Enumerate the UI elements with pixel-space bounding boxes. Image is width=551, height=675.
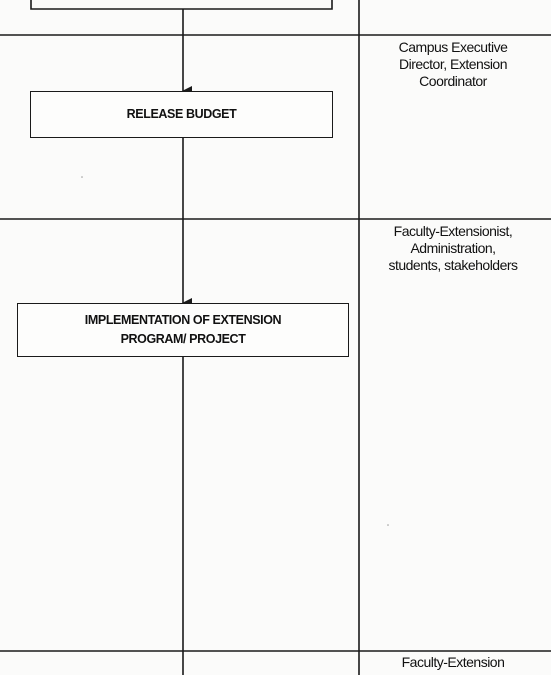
release-budget-label: RELEASE BUDGET	[126, 107, 237, 121]
responsible-line: Faculty-Extensionist,	[393, 223, 513, 239]
implementation-label-line1: IMPLEMENTATION OF EXTENSION	[84, 313, 282, 327]
responsible-cell-next-step: Faculty-Extension	[366, 654, 540, 671]
responsible-line: Coordinator	[419, 73, 487, 89]
responsible-line: students, stakeholders	[388, 257, 518, 273]
previous-step-box-outline	[30, 0, 333, 10]
responsible-line: Director, Extension	[399, 56, 508, 72]
responsible-line: Administration,	[410, 240, 496, 256]
implementation-label-line2: PROGRAM/ PROJECT	[120, 332, 246, 346]
responsible-line: Faculty-Extension	[401, 654, 505, 670]
release-budget-box: RELEASE BUDGET	[30, 91, 333, 138]
responsible-cell-implementation: Faculty-Extensionist, Administration, st…	[366, 223, 540, 274]
implementation-box: IMPLEMENTATION OF EXTENSION PROGRAM/ PRO…	[17, 303, 349, 357]
scan-speck	[387, 524, 389, 526]
responsible-line: Campus Executive	[398, 39, 508, 55]
scan-speck	[81, 176, 83, 178]
responsible-cell-release-budget: Campus Executive Director, Extension Coo…	[366, 39, 540, 90]
